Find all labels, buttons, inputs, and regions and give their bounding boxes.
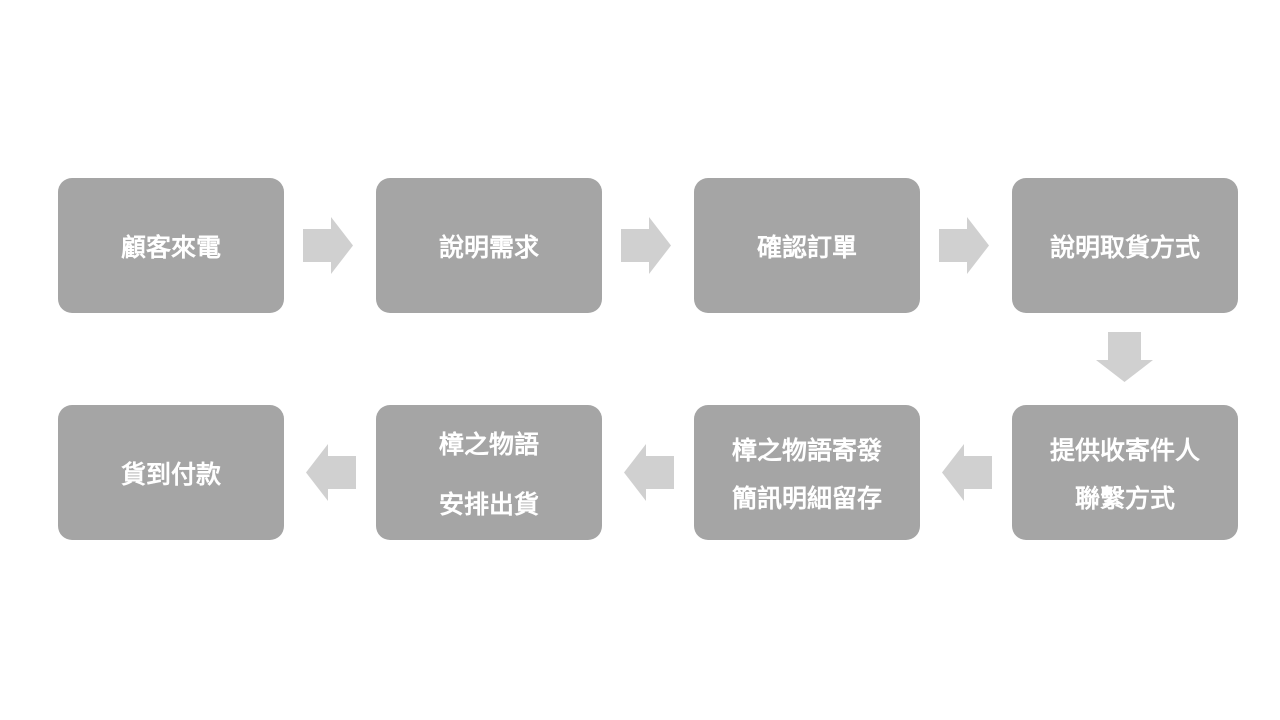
arrow-left-icon <box>306 444 356 501</box>
arrow-left-icon <box>942 444 992 501</box>
step-label: 顧客來電 <box>120 232 221 262</box>
step-label-line-2: 聯繫方式 <box>1074 483 1175 513</box>
step-label-line-1: 樟之物語 <box>438 429 539 459</box>
step-box-provide-contact: 提供收寄件人 聯繫方式 <box>1012 405 1238 540</box>
arrow-right-icon <box>621 217 671 274</box>
arrow-left-icon <box>624 444 674 501</box>
arrow-right-icon <box>939 217 989 274</box>
step-box-customer-call: 顧客來電 <box>58 178 284 313</box>
step-box-explain-needs: 說明需求 <box>376 178 602 313</box>
step-label: 確認訂單 <box>756 232 857 262</box>
step-label: 貨到付款 <box>120 459 221 489</box>
step-label: 說明取貨方式 <box>1049 232 1200 262</box>
step-label-line-2: 安排出貨 <box>438 489 539 519</box>
arrow-down-icon <box>1096 332 1153 382</box>
step-label-line-1: 提供收寄件人 <box>1049 435 1200 465</box>
step-box-confirm-order: 確認訂單 <box>694 178 920 313</box>
step-box-arrange-shipping: 樟之物語 安排出貨 <box>376 405 602 540</box>
step-label-line-2: 簡訊明細留存 <box>731 483 882 513</box>
step-label-line-1: 樟之物語寄發 <box>731 435 882 465</box>
step-box-send-sms: 樟之物語寄發 簡訊明細留存 <box>694 405 920 540</box>
step-label: 說明需求 <box>438 232 539 262</box>
step-box-explain-pickup: 說明取貨方式 <box>1012 178 1238 313</box>
step-box-cash-on-delivery: 貨到付款 <box>58 405 284 540</box>
arrow-right-icon <box>303 217 353 274</box>
